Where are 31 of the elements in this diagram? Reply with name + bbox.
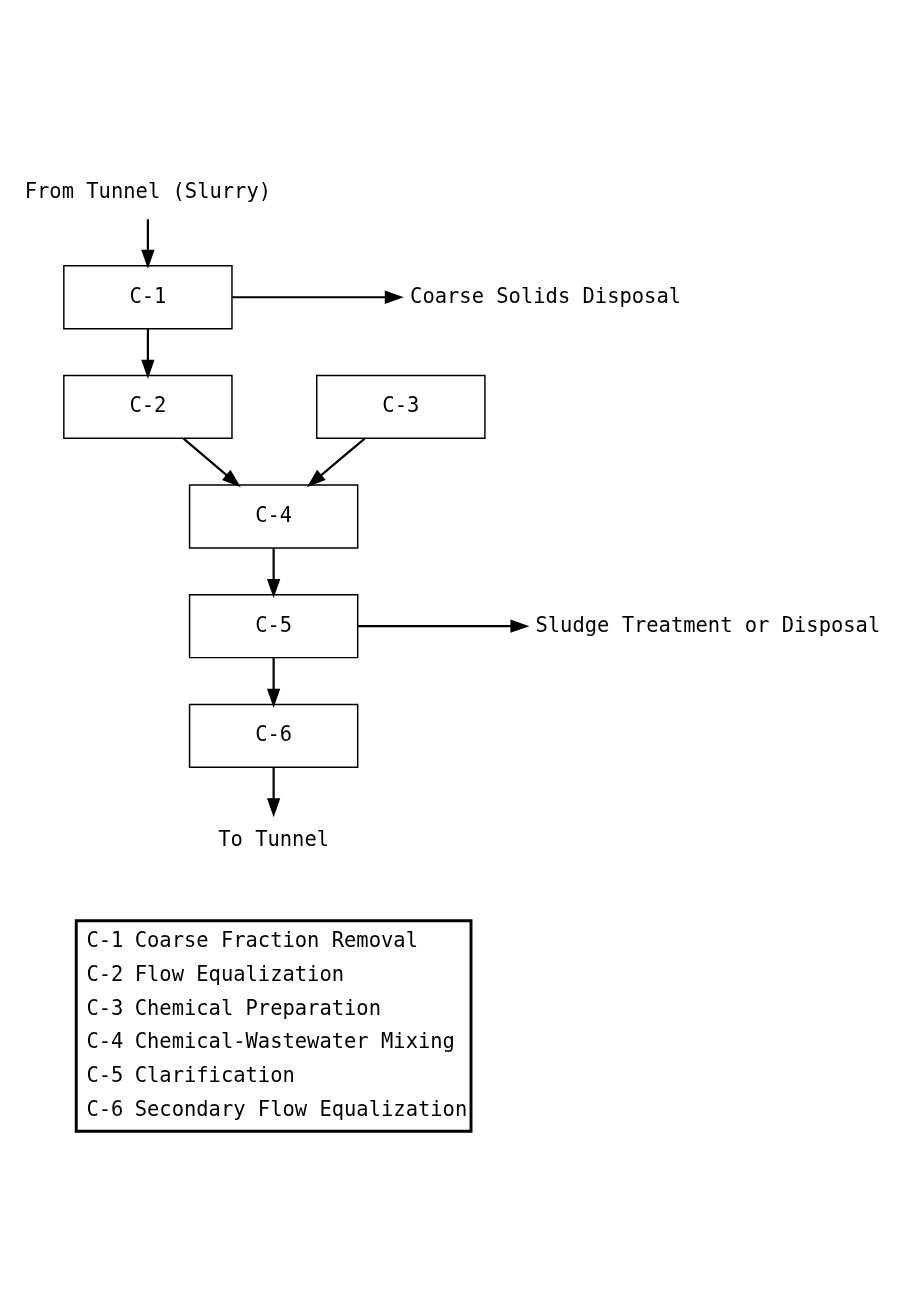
node-text: From Tunnel (Slurry) xyxy=(24,179,271,204)
node-box: C-5 xyxy=(188,594,358,659)
node-box: C-3 xyxy=(315,374,486,440)
label: Clarification xyxy=(134,1062,295,1087)
arrow xyxy=(266,767,280,818)
node-box: C-1 xyxy=(62,265,233,330)
label: Chemical Preparation xyxy=(134,995,381,1020)
node-text: Sludge Treatment or Disposal xyxy=(534,612,880,637)
arrow xyxy=(306,437,365,488)
label: C-3 xyxy=(85,995,123,1020)
label: Coarse Fraction Removal xyxy=(134,928,418,953)
arrow xyxy=(140,329,155,379)
label: C-6 xyxy=(85,1096,123,1121)
arrow xyxy=(140,219,155,269)
arrow xyxy=(231,290,404,304)
node-text: Coarse Solids Disposal xyxy=(409,283,681,308)
node-box: C-4 xyxy=(188,484,358,549)
arrow xyxy=(182,437,241,488)
label: Secondary Flow Equalization xyxy=(134,1096,467,1121)
arrow xyxy=(266,657,280,708)
label: C-4 xyxy=(85,1029,123,1054)
label: C-5 xyxy=(85,1062,123,1087)
arrow xyxy=(357,619,529,633)
node-text: To Tunnel xyxy=(217,826,329,851)
label: Chemical-Wastewater Mixing xyxy=(134,1029,455,1054)
label: Flow Equalization xyxy=(134,962,344,987)
node-box: C-6 xyxy=(188,703,358,768)
label: C-2 xyxy=(85,962,123,987)
arrow xyxy=(266,548,280,599)
node-box: C-2 xyxy=(62,374,233,440)
label: C-1 xyxy=(85,928,123,953)
